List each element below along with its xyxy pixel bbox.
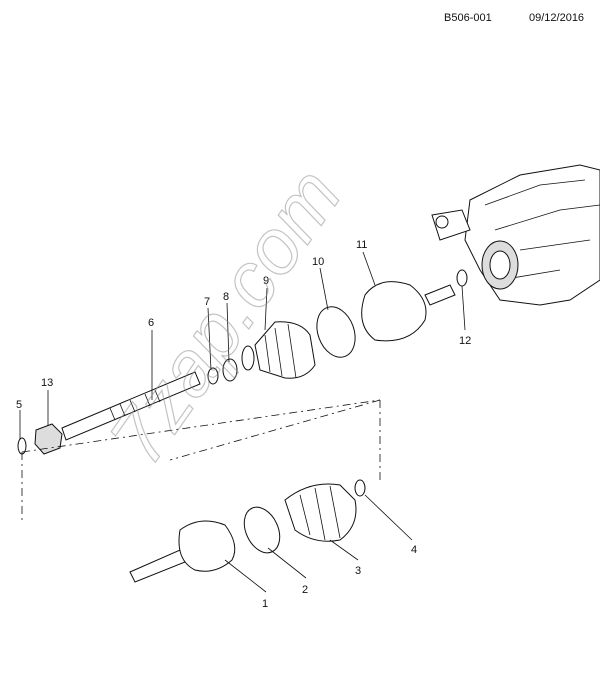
part-3-boot[interactable] <box>284 483 357 542</box>
callout-6: 6 <box>148 317 154 329</box>
callout-8: 8 <box>223 291 229 303</box>
callout-5: 5 <box>16 399 22 411</box>
callout-9: 9 <box>263 275 269 287</box>
leader-lines <box>19 251 466 593</box>
callout-4: 4 <box>411 544 417 556</box>
diagram-date: 09/12/2016 <box>529 12 585 24</box>
part-10-clamp[interactable] <box>310 301 362 362</box>
part-11-outer-joint[interactable] <box>361 281 456 342</box>
diagram-code: B506-001 <box>444 12 492 24</box>
callout-12: 12 <box>459 335 471 347</box>
part-6-shaft[interactable] <box>61 371 201 441</box>
callout-3: 3 <box>355 565 361 577</box>
part-4-ring[interactable] <box>354 479 366 497</box>
callout-10: 10 <box>312 256 324 268</box>
callout-7: 7 <box>204 296 210 308</box>
part-12-snap-ring[interactable] <box>456 269 468 287</box>
transmission-housing <box>431 164 600 306</box>
assembly-outline <box>21 399 381 520</box>
part-7-ring[interactable] <box>207 367 219 385</box>
part-2-clamp[interactable] <box>237 501 286 558</box>
callout-1: 1 <box>262 598 268 610</box>
part-8-clamp[interactable] <box>222 358 238 382</box>
callout-13: 13 <box>41 377 53 389</box>
part-9-boot[interactable] <box>241 321 316 379</box>
watermark: 7zap.com <box>92 152 358 479</box>
part-13-nut[interactable] <box>34 423 63 455</box>
callout-2: 2 <box>302 584 308 596</box>
part-1-inner-joint[interactable] <box>129 520 236 583</box>
callout-11: 11 <box>356 239 367 251</box>
